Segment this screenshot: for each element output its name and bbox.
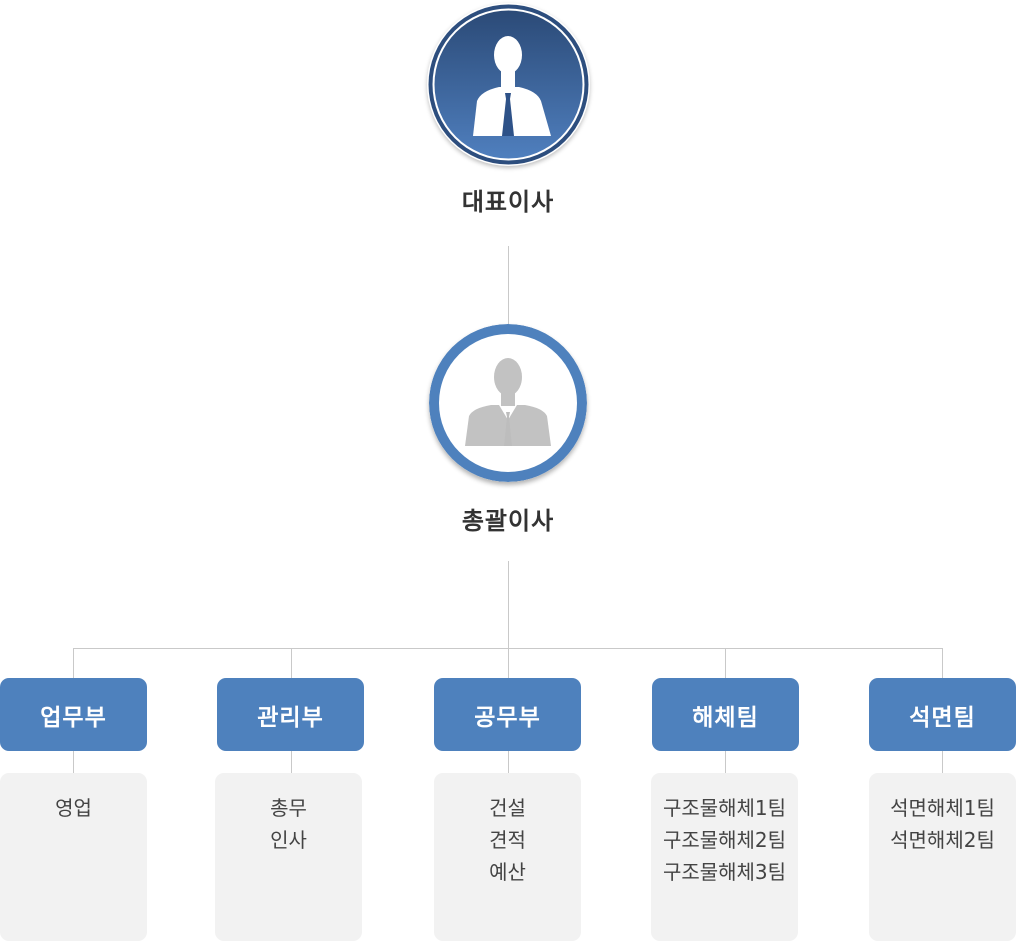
dept-box-1: 업무부 — [0, 678, 147, 751]
dept-sub-panel-1: 영업 — [0, 773, 147, 941]
sub-item: 석면해체1팀 — [890, 796, 995, 820]
dept-sub-panel-5: 석면해체1팀 석면해체2팀 — [869, 773, 1016, 941]
director-title: 총괄이사 — [461, 507, 555, 535]
dept-box-4: 해체팀 — [652, 678, 799, 751]
sub-item: 석면해체2팀 — [890, 828, 995, 852]
dept-sub-panel-2: 총무 인사 — [215, 773, 362, 941]
sub-item: 총무 — [270, 796, 307, 820]
ceo-avatar — [427, 3, 590, 166]
dept-box-2: 관리부 — [217, 678, 364, 751]
connector-ceo-to-director — [508, 246, 509, 326]
dept-sub-panel-4: 구조물해체1팀 구조물해체2팀 구조물해체3팀 — [651, 773, 798, 941]
sub-item: 영업 — [55, 796, 92, 820]
connector-director-down — [508, 561, 509, 649]
businessman-silhouette-icon — [428, 4, 589, 165]
sub-item: 구조물해체1팀 — [662, 796, 787, 820]
sub-item: 예산 — [489, 860, 526, 884]
dept-box-5: 석면팀 — [869, 678, 1016, 751]
sub-item: 건설 — [489, 796, 526, 820]
sub-item: 인사 — [270, 828, 307, 852]
sub-item: 구조물해체2팀 — [662, 828, 787, 852]
sub-item: 구조물해체3팀 — [662, 860, 787, 884]
connector-horizontal — [73, 648, 942, 649]
dept-sub-panel-3: 건설 견적 예산 — [434, 773, 581, 941]
sub-item: 견적 — [489, 828, 526, 852]
director-avatar — [429, 324, 587, 482]
dept-box-3: 공무부 — [434, 678, 581, 751]
businessman-silhouette-icon — [429, 324, 587, 482]
ceo-title: 대표이사 — [461, 188, 555, 216]
